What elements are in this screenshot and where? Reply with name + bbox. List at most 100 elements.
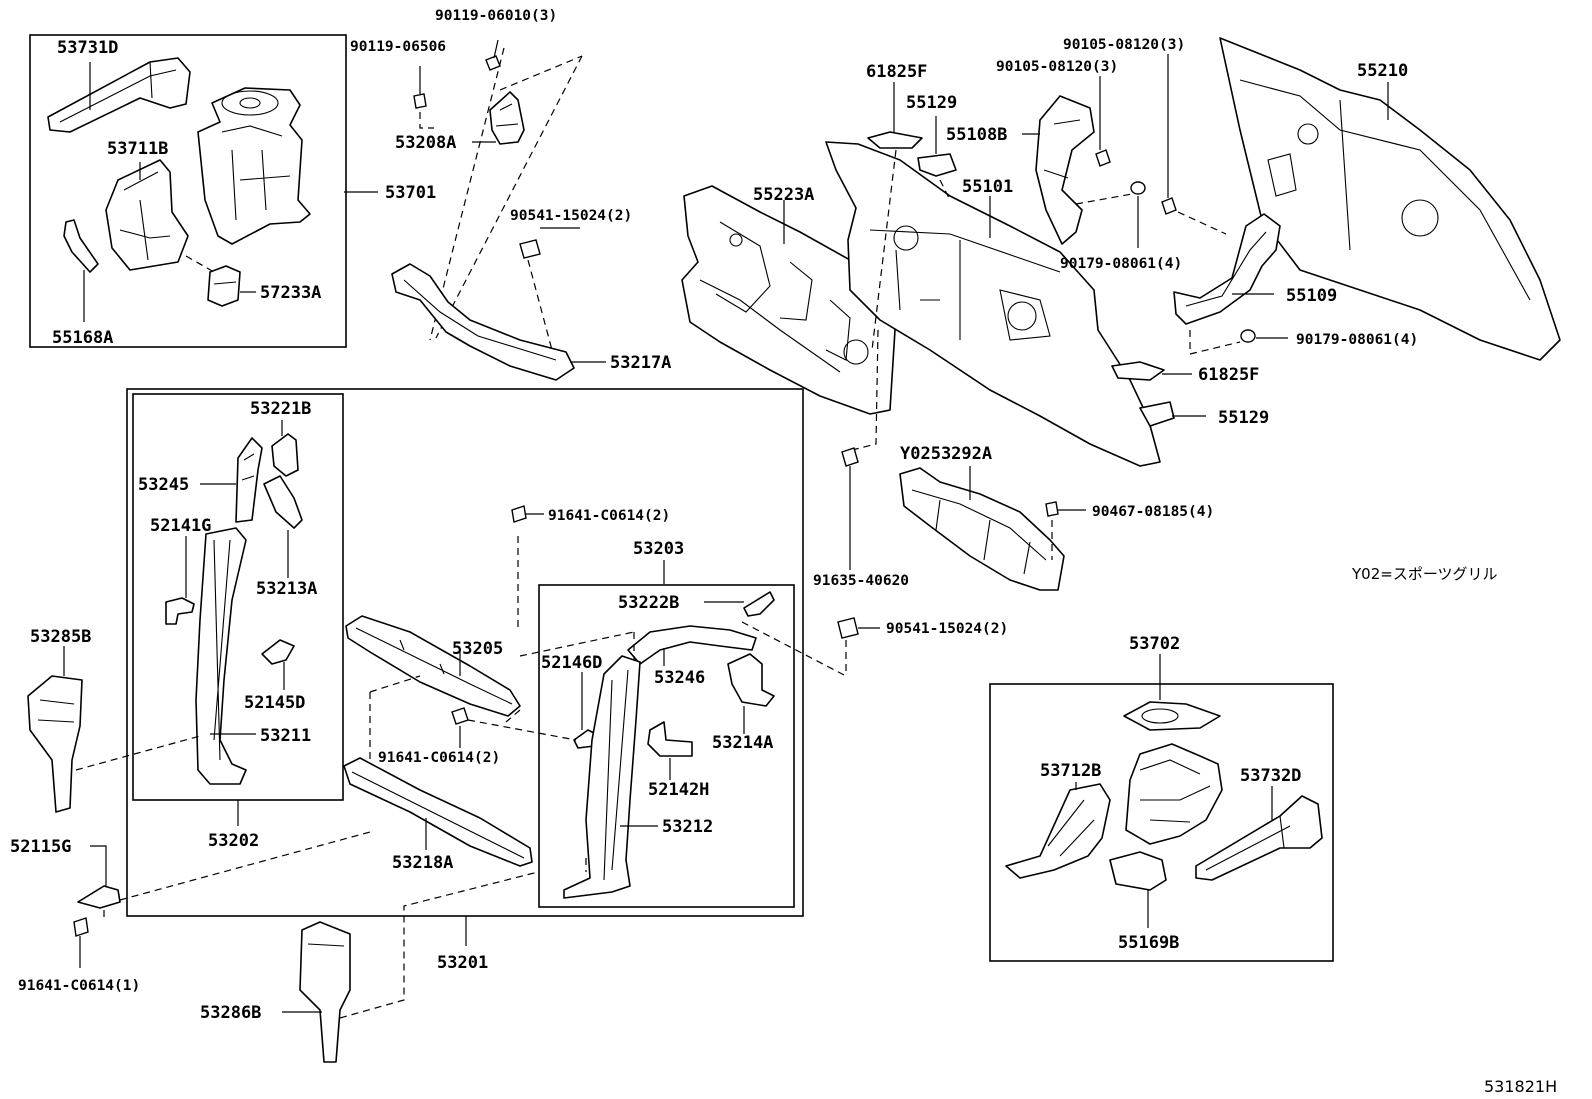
label-53222B: 53222B bbox=[618, 593, 679, 613]
bolt-90105-08120-a bbox=[1095, 76, 1111, 167]
part-53285B bbox=[27, 646, 83, 813]
part-55169B bbox=[1109, 851, 1167, 928]
label-91641-C0614-mid: 91641-C0614(2) bbox=[378, 750, 500, 766]
part-55101 bbox=[825, 141, 1161, 467]
part-55223A bbox=[681, 185, 896, 415]
part-61825F-bottom bbox=[1111, 361, 1192, 381]
label-61825F-top: 61825F bbox=[866, 62, 927, 82]
label-53213A: 53213A bbox=[256, 579, 317, 599]
label-61825F-bottom: 61825F bbox=[1198, 365, 1259, 385]
part-53213A bbox=[263, 475, 303, 578]
part-53702-strut-tower bbox=[1125, 743, 1223, 845]
label-52142H: 52142H bbox=[648, 780, 709, 800]
part-53286B bbox=[299, 921, 351, 1063]
label-53218A: 53218A bbox=[392, 853, 453, 873]
label-53203: 53203 bbox=[633, 539, 684, 559]
part-53246 bbox=[627, 625, 757, 665]
part-52115G bbox=[77, 845, 121, 909]
label-53214A: 53214A bbox=[712, 733, 773, 753]
part-53731D bbox=[47, 57, 191, 133]
label-90179-08061-b: 90179-08061(4) bbox=[1296, 332, 1418, 348]
bolt-91635-40620 bbox=[841, 447, 859, 570]
label-52145D: 52145D bbox=[244, 693, 305, 713]
nut-90179-08061-a bbox=[1130, 181, 1146, 248]
bolt-90119-06506 bbox=[413, 66, 427, 109]
group-box-53702 bbox=[989, 683, 1334, 962]
label-90105-08120-b: 90105-08120(3) bbox=[996, 59, 1118, 75]
label-55101: 55101 bbox=[962, 177, 1013, 197]
label-90119-06506: 90119-06506 bbox=[350, 39, 446, 55]
part-53208A bbox=[489, 91, 525, 145]
part-53701-strut-tower bbox=[197, 87, 311, 245]
part-90541-15024-mid bbox=[837, 617, 880, 639]
label-55109: 55109 bbox=[1286, 286, 1337, 306]
part-55129-top bbox=[917, 116, 957, 177]
label-Y0253292A: Y0253292A bbox=[900, 444, 992, 464]
label-90541-15024-mid: 90541-15024(2) bbox=[886, 621, 1008, 637]
part-53218A bbox=[343, 757, 533, 867]
bolt-91641-C0614-mid bbox=[451, 707, 469, 748]
part-53214A bbox=[727, 653, 775, 734]
part-61825F-top bbox=[867, 131, 923, 149]
label-55169B: 55169B bbox=[1118, 933, 1179, 953]
part-55108B bbox=[1035, 95, 1095, 245]
label-55108B: 55108B bbox=[946, 125, 1007, 145]
group-box-53203 bbox=[538, 584, 795, 908]
part-90541-15024-top bbox=[519, 227, 580, 259]
label-55129-bottom: 55129 bbox=[1218, 408, 1269, 428]
label-53245: 53245 bbox=[138, 475, 189, 495]
note-y02: Y02=スポーツグリル bbox=[1351, 565, 1498, 583]
part-55109 bbox=[1173, 213, 1281, 325]
part-53205 bbox=[345, 615, 521, 717]
label-53285B: 53285B bbox=[30, 627, 91, 647]
part-53212 bbox=[563, 655, 641, 899]
label-53701: 53701 bbox=[385, 183, 436, 203]
label-90541-15024-top: 90541-15024(2) bbox=[510, 208, 632, 224]
label-55210: 55210 bbox=[1357, 61, 1408, 81]
part-53702-strut-top bbox=[1123, 701, 1221, 731]
label-53221B: 53221B bbox=[250, 399, 311, 419]
label-53286B: 53286B bbox=[200, 1003, 261, 1023]
label-53217A: 53217A bbox=[610, 353, 671, 373]
label-55223A: 55223A bbox=[753, 185, 814, 205]
bolt-90119-06010 bbox=[485, 39, 501, 71]
label-52115G: 52115G bbox=[10, 837, 71, 857]
label-53702: 53702 bbox=[1129, 634, 1180, 654]
part-53711B bbox=[105, 159, 189, 271]
part-53222B bbox=[704, 591, 775, 617]
label-90179-08061-a: 90179-08061(4) bbox=[1060, 256, 1182, 272]
part-53712B bbox=[1005, 783, 1111, 879]
label-53732D: 53732D bbox=[1240, 766, 1301, 786]
part-53245 bbox=[235, 437, 263, 523]
part-55168A bbox=[63, 219, 99, 273]
bolt-91641-C0614-1 bbox=[73, 917, 89, 968]
part-53211 bbox=[195, 527, 247, 785]
label-53201: 53201 bbox=[437, 953, 488, 973]
part-53221B bbox=[271, 420, 299, 477]
part-52145D bbox=[261, 639, 295, 690]
label-53711B: 53711B bbox=[107, 139, 168, 159]
label-90467-08185: 90467-08185(4) bbox=[1092, 504, 1214, 520]
label-53712B: 53712B bbox=[1040, 761, 1101, 781]
label-53205: 53205 bbox=[452, 639, 503, 659]
label-91641-C0614-top: 91641-C0614(2) bbox=[548, 508, 670, 524]
label-90105-08120-a: 90105-08120(3) bbox=[1063, 37, 1185, 53]
label-90119-06010: 90119-06010(3) bbox=[435, 8, 557, 24]
group-box-53201 bbox=[126, 388, 804, 917]
diagram-reference-number: 531821H bbox=[1484, 1077, 1557, 1096]
nut-90179-08061-b bbox=[1240, 329, 1288, 343]
bolt-90105-08120-b bbox=[1161, 54, 1177, 215]
part-55210 bbox=[1219, 37, 1561, 361]
label-91635-40620: 91635-40620 bbox=[813, 573, 909, 589]
label-53202: 53202 bbox=[208, 831, 259, 851]
part-53732D bbox=[1195, 795, 1323, 881]
bolt-90467-08185 bbox=[1045, 501, 1086, 517]
part-53217A bbox=[391, 263, 575, 381]
label-53212: 53212 bbox=[662, 817, 713, 837]
label-53246: 53246 bbox=[654, 668, 705, 688]
label-52141G: 52141G bbox=[150, 516, 211, 536]
part-55129-bottom bbox=[1139, 401, 1206, 427]
part-52141G bbox=[165, 536, 195, 625]
label-55168A: 55168A bbox=[52, 328, 113, 348]
